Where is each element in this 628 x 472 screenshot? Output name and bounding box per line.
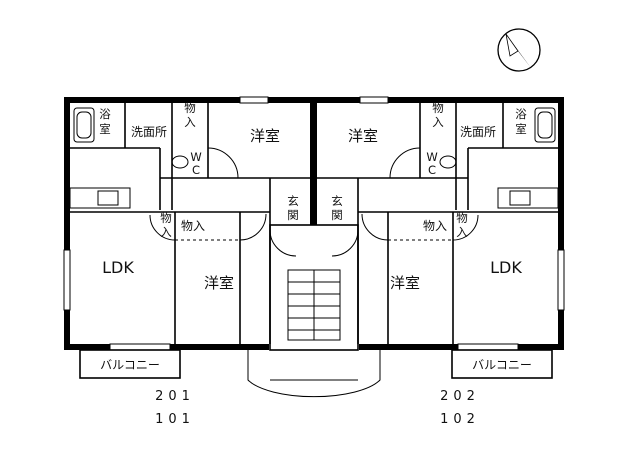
unit-number-lower: 101 (155, 412, 195, 427)
washroom-label: 洗面所 (460, 125, 496, 139)
western-room-top-label: 洋室 (348, 127, 378, 145)
toilet-icon (171, 155, 457, 169)
bath-label-1: 浴 (99, 107, 111, 121)
wc-label-2: C (428, 163, 436, 177)
north-arrow-icon (497, 28, 541, 72)
balcony-label: バルコニー (100, 358, 160, 372)
bath-label-2: 室 (515, 122, 527, 136)
unit-number-upper: 202 (440, 389, 480, 404)
balcony-label: バルコニー (472, 358, 532, 372)
storage-mid-v-label-2: 入 (160, 225, 172, 239)
kitchen-counter-icon (69, 187, 559, 209)
storage-mid-h-label: 物入 (181, 219, 205, 233)
wc-label-1: W (426, 150, 437, 164)
storage-top-label-2: 入 (432, 115, 444, 129)
ldk-label: LDK (102, 258, 134, 277)
entrance-label: 玄関 (331, 194, 343, 222)
storage-mid-v-label-1: 物 (456, 211, 468, 225)
balconies (79, 349, 553, 379)
stairwell (247, 224, 381, 398)
storage-top-label-1: 物 (432, 101, 444, 115)
unit-number-lower: 102 (440, 412, 480, 427)
bath-label-1: 浴 (515, 107, 527, 121)
storage-mid-h-label: 物入 (423, 219, 447, 233)
western-room-bottom-label: 洋室 (204, 274, 234, 292)
bath-label-2: 室 (99, 122, 111, 136)
storage-mid-v-label-2: 入 (456, 225, 468, 239)
washroom-label: 洗面所 (131, 125, 167, 139)
wc-label-1: W (190, 150, 201, 164)
storage-top-label-2: 入 (184, 115, 196, 129)
storage-top-label-1: 物 (184, 101, 196, 115)
bathtub-icon (73, 107, 556, 143)
wc-label-2: C (192, 163, 200, 177)
entrance-label: 玄関 (287, 194, 299, 222)
door-swings (149, 147, 479, 257)
unit-number-upper: 201 (155, 389, 195, 404)
western-room-bottom-label: 洋室 (390, 274, 420, 292)
storage-mid-v-label-1: 物 (160, 211, 172, 225)
right-unit-walls (317, 103, 558, 344)
western-room-top-label: 洋室 (250, 127, 280, 145)
ldk-label: LDK (490, 258, 522, 277)
